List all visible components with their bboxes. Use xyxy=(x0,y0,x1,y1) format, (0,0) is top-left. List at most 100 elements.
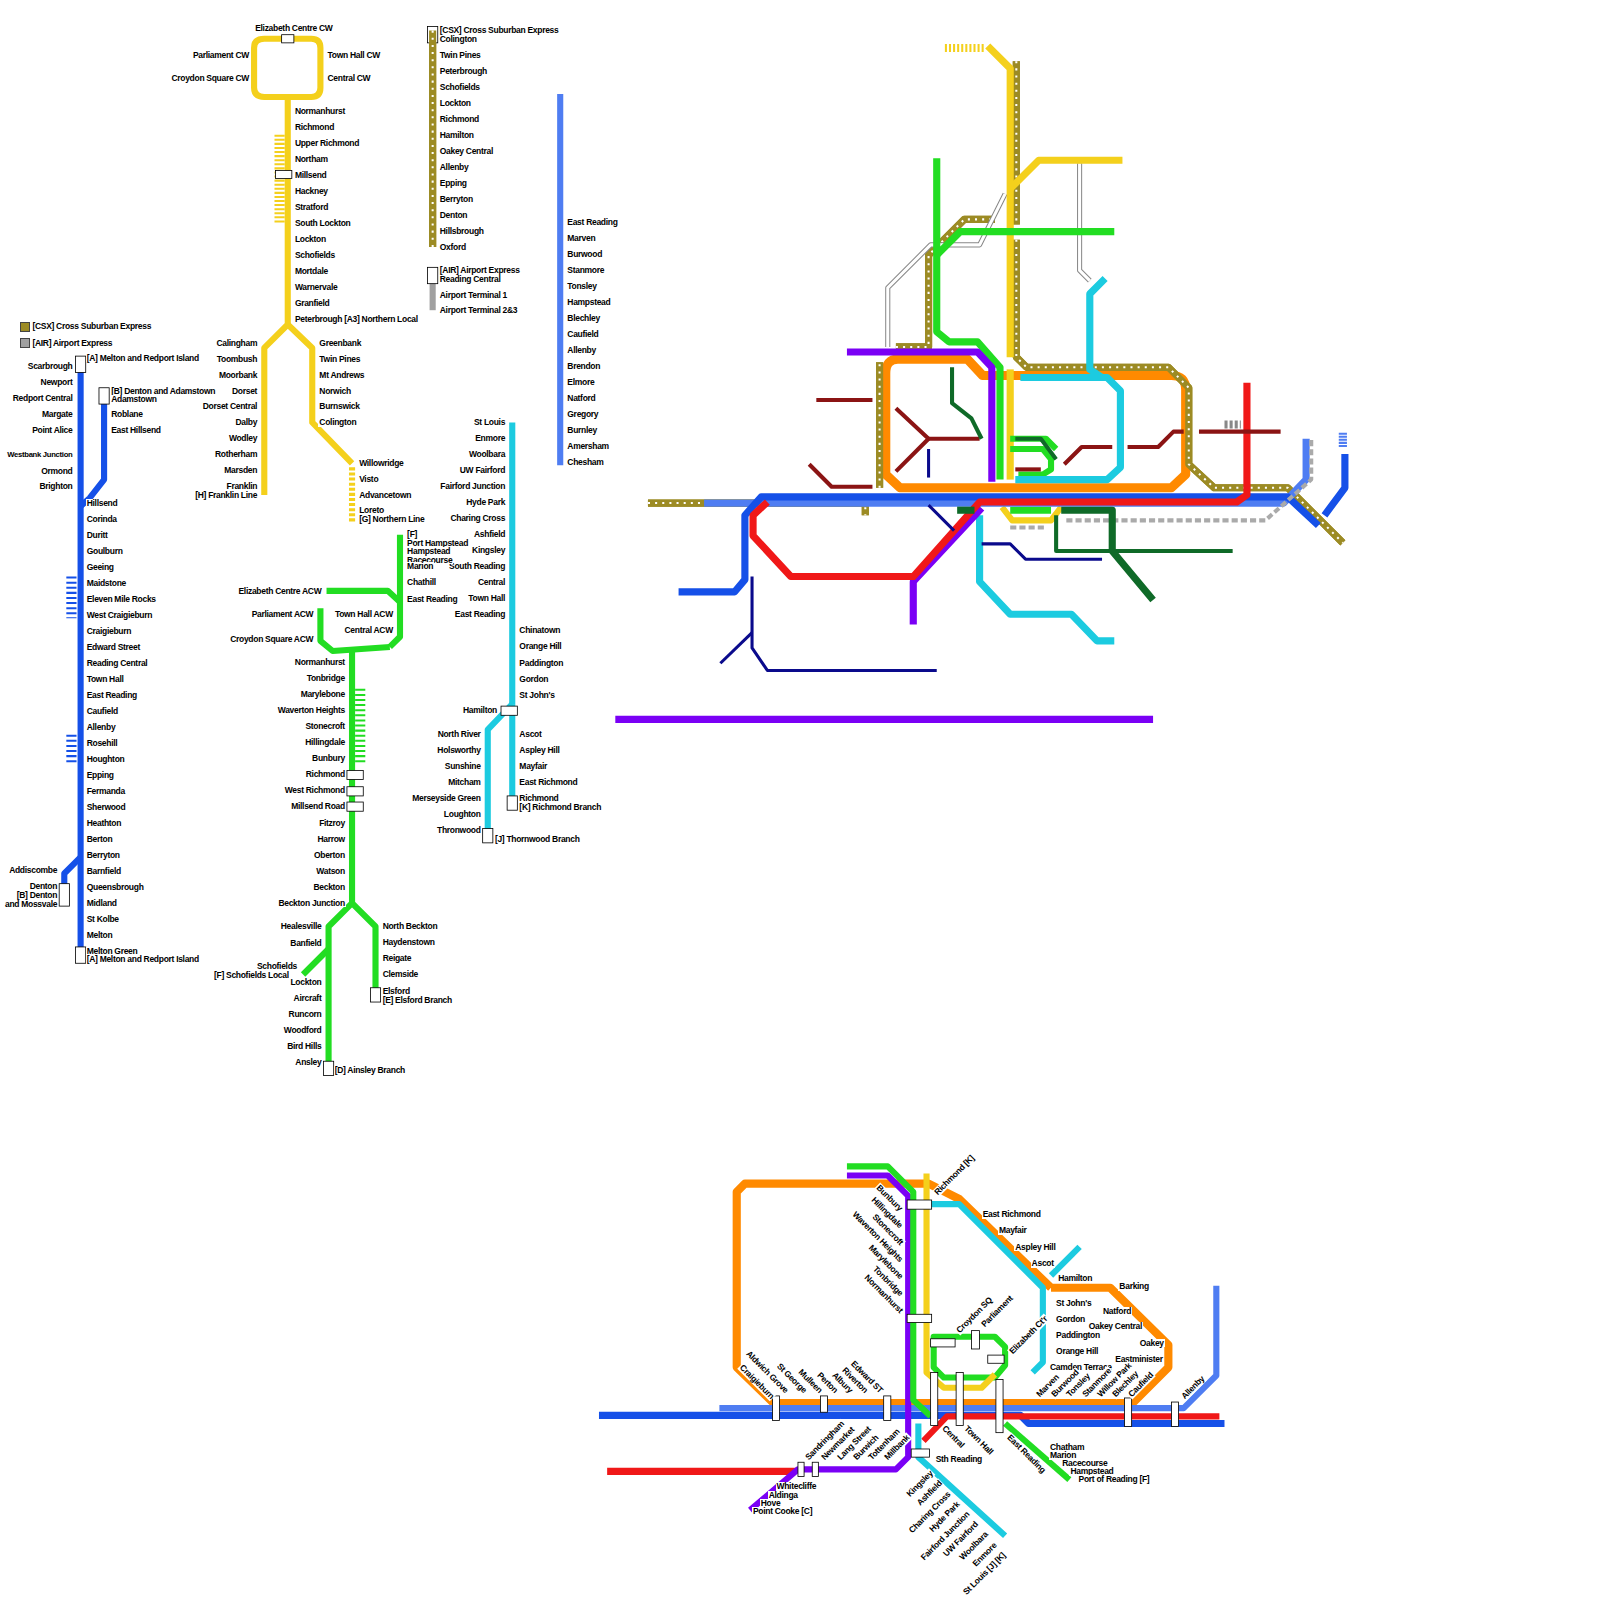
station-label: Mitcham xyxy=(447,778,481,787)
station-label: Scarbrough xyxy=(27,362,74,371)
station-label: Watson xyxy=(315,867,346,876)
station-label: Schofields xyxy=(439,83,481,92)
station-label: Melton Green xyxy=(86,947,139,956)
station-label: Oberton xyxy=(313,851,346,860)
station-label: Calingham xyxy=(215,339,258,348)
station-label: Schofields xyxy=(294,251,336,260)
station-label: Berryton xyxy=(439,195,474,204)
station-label: [A] Melton and Redport Island xyxy=(86,955,200,964)
station-label: Haydenstown xyxy=(382,938,436,947)
station-label: Parliament ACW xyxy=(251,610,315,619)
station-label: St Kolbe xyxy=(86,915,120,924)
station-label: Town Hall xyxy=(86,675,125,684)
station-label: Hillsbrough xyxy=(439,227,485,236)
station-label: Houghton xyxy=(86,755,126,764)
station-label: Beckton Junction xyxy=(277,899,346,908)
station-label: Twin Pines xyxy=(318,355,361,364)
station-label: Oakey Central xyxy=(439,147,494,156)
station-label: Oxford xyxy=(439,243,467,252)
station-label: Thronwood xyxy=(436,826,482,835)
station-label: Town Hall xyxy=(467,594,506,603)
station-label: Moorbank xyxy=(218,371,258,380)
station-label: Mayfair xyxy=(518,762,548,771)
station-label: Fitzroy xyxy=(318,819,346,828)
station-label: Chathill xyxy=(406,578,437,587)
station-label: Blechley xyxy=(566,314,601,323)
station-label: Corinda xyxy=(86,515,118,524)
station-label: Reading Central xyxy=(439,275,502,284)
station-label: Hampstead xyxy=(406,547,451,556)
station-label: Elmore xyxy=(566,378,595,387)
station-label: St John's xyxy=(518,691,555,700)
station-label: Normanhurst xyxy=(294,658,346,667)
station-label: Allenby xyxy=(566,346,597,355)
station-label: St Louis xyxy=(473,418,506,427)
station-label: West Craigieburn xyxy=(86,611,153,620)
station-label: Elsford xyxy=(382,987,411,996)
station-label: Elizabeth Ct'r xyxy=(1007,1313,1050,1356)
station-label: Richmond [K] xyxy=(932,1153,976,1197)
station-label: Beckton xyxy=(312,883,345,892)
station-label: Point Alice xyxy=(31,426,73,435)
station-label: Epping xyxy=(439,179,468,188)
station-label: Toombush xyxy=(216,355,258,364)
legend-text: [AIR] Airport Express xyxy=(32,339,112,348)
station-label: Natford xyxy=(566,394,596,403)
station-label: Denton xyxy=(29,882,58,891)
station-label: Goulburn xyxy=(86,547,124,556)
station-label: Peterbrough xyxy=(439,67,488,76)
station-label: Ashfield xyxy=(473,530,506,539)
station-label: Maidstone xyxy=(86,579,127,588)
station-label: Stratford xyxy=(294,203,329,212)
station-label: [F] xyxy=(406,530,418,539)
station-label: Central xyxy=(477,578,506,587)
station-label: Ascot xyxy=(518,730,542,739)
station-label: Epping xyxy=(86,771,115,780)
station-label: Gordon xyxy=(1055,1315,1086,1324)
station-label: Lockton xyxy=(294,235,327,244)
station-label: Twin Pines xyxy=(439,51,482,60)
station-label: Midland xyxy=(86,899,118,908)
station-label: Marven xyxy=(566,234,596,243)
station-label: Roblane xyxy=(110,410,143,419)
station-label: Richmond xyxy=(294,123,335,132)
legend-swatch xyxy=(20,338,30,348)
station-label: [J] Thornwood Branch xyxy=(494,835,581,844)
station-label: Granfield xyxy=(294,299,331,308)
station-label: South Lockton xyxy=(294,219,352,228)
station-label: Charing Cross xyxy=(449,514,506,523)
station-label: Elizabeth Centre ACW xyxy=(237,587,322,596)
legend-row: [AIR] Airport Express xyxy=(20,338,112,348)
station-label: Redport Central xyxy=(12,394,74,403)
station-label: Aspley Hill xyxy=(518,746,560,755)
station-label: Runcorn xyxy=(288,1010,323,1019)
station-label: [H] Franklin Line xyxy=(194,491,258,500)
station-label: Allenby xyxy=(86,723,117,732)
station-label: Oakey xyxy=(1139,1339,1165,1348)
station-label: Town Hall ACW xyxy=(334,610,394,619)
station-label: Willowridge xyxy=(358,459,404,468)
station-label: Franklin xyxy=(225,482,258,491)
station-label: Gregory xyxy=(566,410,599,419)
station-label: Holsworthy xyxy=(436,746,481,755)
station-label: Berton xyxy=(86,835,114,844)
station-label: Fermanda xyxy=(86,787,126,796)
station-label: Queensbrough xyxy=(86,883,145,892)
station-label: and Mossvale xyxy=(4,900,58,909)
station-label: East Richmond xyxy=(982,1210,1042,1219)
station-label: Caufield xyxy=(86,707,119,716)
station-label: Hackney xyxy=(294,187,329,196)
station-label: Merseyside Green xyxy=(411,794,481,803)
station-label: [F] Schofields Local xyxy=(213,971,290,980)
station-label: Allenby xyxy=(439,163,470,172)
station-label: Ormond xyxy=(40,467,73,476)
station-label: Tonsley xyxy=(566,282,597,291)
station-label: North River xyxy=(437,730,482,739)
station-label: Aircraft xyxy=(293,994,323,1003)
station-label: Greenbank xyxy=(318,339,362,348)
station-label: East Richmond xyxy=(518,778,578,787)
station-label: Dorset Central xyxy=(202,402,258,411)
station-label: Warnervale xyxy=(294,283,339,292)
station-label: Westbank Junction xyxy=(6,451,73,459)
